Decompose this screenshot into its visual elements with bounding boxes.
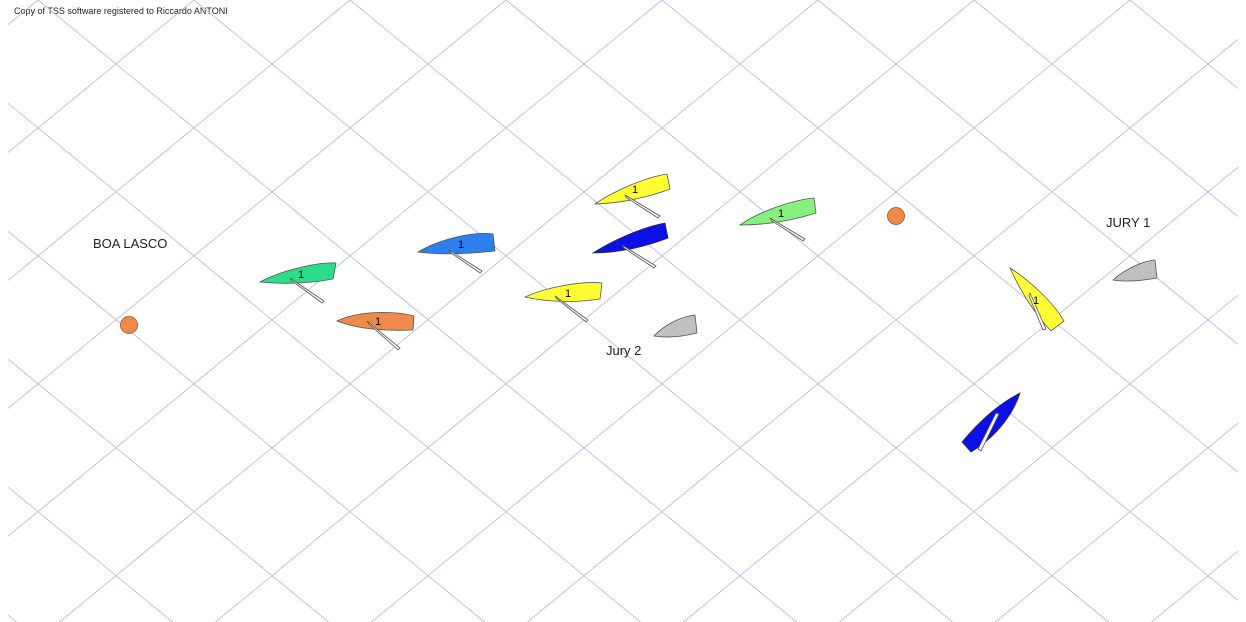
boat-number: 1 (298, 269, 304, 281)
boat-number: 1 (632, 184, 638, 196)
boat-jury2[interactable] (654, 315, 697, 337)
grid-line (8, 359, 329, 622)
boat-green-right[interactable]: 1 (740, 198, 816, 241)
mark-boa-lasco[interactable] (121, 317, 138, 334)
grid-line (8, 231, 485, 622)
grid-line (38, 0, 797, 622)
grid-line (8, 103, 641, 622)
grid-line (215, 0, 974, 622)
boat-number: 1 (565, 288, 571, 300)
label-jury2: Jury 2 (606, 343, 641, 358)
boat-green-left[interactable]: 1 (260, 263, 336, 303)
grid-line (1151, 551, 1238, 622)
boat-blue-light[interactable]: 1 (418, 233, 495, 273)
grid-line (1130, 0, 1238, 89)
boat-yellow-right[interactable]: 1 (1010, 268, 1064, 331)
grid-line (8, 487, 173, 622)
label-boa-lasco: BOA LASCO (93, 236, 167, 251)
grid-line (8, 0, 38, 25)
grid-line (8, 0, 350, 280)
boat-yellow-top[interactable]: 1 (595, 174, 670, 218)
grid-line (662, 0, 1238, 472)
boat-yellow-mid[interactable]: 1 (525, 283, 602, 322)
grid-line (8, 0, 194, 153)
boat-number: 1 (458, 239, 464, 251)
boat-blue-dark-bottom[interactable] (962, 393, 1020, 452)
boat-number: 1 (778, 208, 784, 220)
grid-line (974, 0, 1238, 216)
boat-jury1[interactable] (1113, 260, 1157, 281)
grid-line (995, 423, 1238, 622)
grid-line (683, 167, 1238, 622)
label-jury1: JURY 1 (1106, 215, 1150, 230)
grid-line (8, 0, 506, 408)
boat-number: 1 (1033, 295, 1039, 307)
grid-line (527, 39, 1238, 622)
mark-right[interactable] (888, 208, 905, 225)
grid-line (350, 0, 1109, 622)
boat-number: 1 (375, 316, 381, 328)
grid-line (59, 0, 818, 622)
grid-line (371, 0, 1130, 622)
boat-orange[interactable]: 1 (337, 312, 414, 350)
grid-line (8, 615, 17, 622)
grid-line (839, 295, 1238, 622)
grid-line (506, 0, 1238, 600)
